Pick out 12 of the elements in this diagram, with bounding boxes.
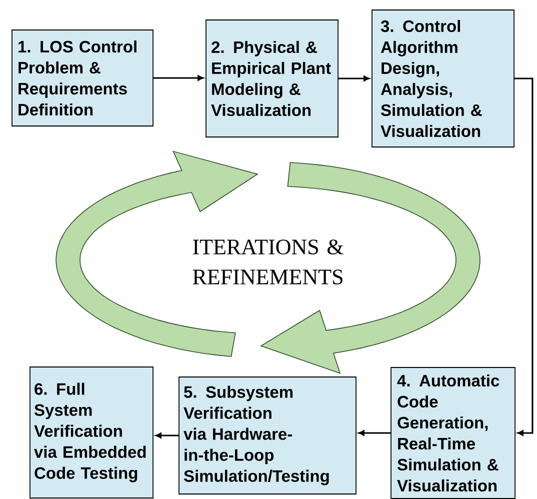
arrow: [338, 76, 370, 82]
process-box: 3. Control Algorithm Design, Analysis, Simulation & Visualization: [372, 10, 514, 148]
process-box: 6. Full System Verification via Embedded Code Testing: [30, 366, 154, 498]
arrow: [156, 432, 179, 438]
process-box: 2. Physical & Empirical Plant Modeling & Visualization: [206, 20, 338, 138]
process-box: 1. LOS Control Problem & Requirements Definition: [12, 30, 154, 126]
process-box: 5. Subsystem Verification via Hardware-in-the-Loop Simulation/Testing: [178, 376, 356, 494]
center-label: ITERATIONS & REFINEMENTS: [192, 240, 344, 284]
arrow: [358, 430, 391, 436]
process-box: 4. Automatic Code Generation, Real-Time Simulation & Visualization: [390, 367, 516, 499]
arrow: [153, 75, 204, 81]
arrow: [514, 78, 534, 436]
